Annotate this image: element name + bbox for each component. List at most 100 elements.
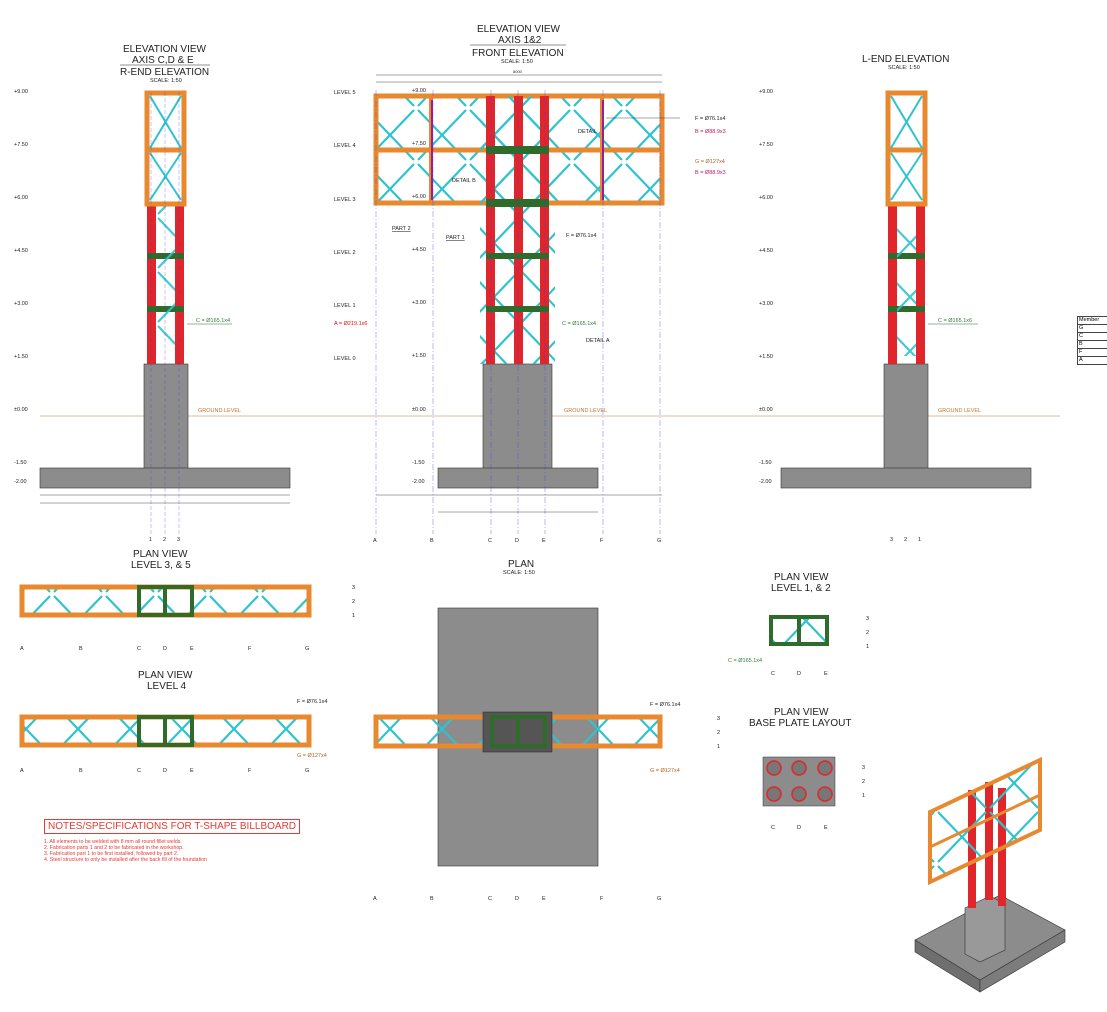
base-row-2: 2 <box>862 779 865 785</box>
plan-title: PLAN <box>508 559 534 570</box>
r-end-ground: GROUND LEVEL <box>198 408 241 414</box>
plan-axis-a: A <box>373 896 377 902</box>
front-detail-a: DETAIL A <box>586 338 610 344</box>
front-lvl-000: ±0.00 <box>412 407 426 413</box>
r-end-axis-3: 3 <box>177 537 180 543</box>
front-axis-e: E <box>542 538 546 544</box>
plan12-axis-c: C <box>771 671 775 677</box>
plan-label-f: F = Ø76.1x4 <box>650 702 680 708</box>
plan-axis-b: B <box>430 896 434 902</box>
legend-row: F <box>1078 349 1107 357</box>
front-elevation: ELEVATION VIEW AXIS 1&2 FRONT ELEVATION … <box>334 24 726 544</box>
level2: LEVEL 2 <box>334 250 356 256</box>
level-mark-300: +3.00 <box>14 301 28 307</box>
level-mark-150: +1.50 <box>14 354 28 360</box>
plan-axis-g: G <box>657 896 661 902</box>
level-mark-m200: -2.00 <box>14 479 27 485</box>
r-end-title1: ELEVATION VIEW <box>123 44 207 55</box>
front-lvl-m200: -2.00 <box>412 479 425 485</box>
legend-row: C <box>1078 333 1107 341</box>
base-title1: PLAN VIEW <box>774 707 829 718</box>
front-axis-a: A <box>373 538 377 544</box>
plan-scale: SCALE: 1:50 <box>503 570 535 576</box>
plan4-axis-b: B <box>79 768 83 774</box>
plan4-title2: LEVEL 4 <box>147 681 187 692</box>
plan12-axis-e: E <box>824 671 828 677</box>
front-lvl-m150: -1.50 <box>412 460 425 466</box>
plan-label-g: G = Ø127x4 <box>650 768 680 774</box>
isometric-3d-view <box>914 756 1066 993</box>
note-item: 1. All elements to be welded with 8 mm a… <box>44 839 182 845</box>
l-lvl-600: +6.00 <box>759 195 773 201</box>
plan-row-2: 2 <box>717 730 720 736</box>
plan4-axis-e: E <box>190 768 194 774</box>
member-legend: Member G C B F A <box>1077 316 1107 365</box>
l-end-label-c: C = Ø165.1x6 <box>938 318 972 324</box>
plan-row-3: 3 <box>717 716 720 722</box>
front-label-b1: B = Ø88.9x3 <box>695 129 726 135</box>
plan35-axis-b: B <box>79 646 83 652</box>
plan4-axis-g: G <box>305 768 309 774</box>
plan35-row-3: 3 <box>352 585 355 591</box>
level-mark-000: ±0.00 <box>14 407 28 413</box>
r-end-scale: SCALE: 1:50 <box>150 78 182 84</box>
front-label-f1: F = Ø76.1x4 <box>695 116 725 122</box>
plan-axis-e: E <box>542 896 546 902</box>
front-detail-b: DETAIL <box>578 129 597 135</box>
plan35-title1: PLAN VIEW <box>133 549 188 560</box>
plan-level-1-2: PLAN VIEW LEVEL 1, & 2 C = Ø165.1x4 C D … <box>728 572 869 677</box>
front-lvl-450: +4.50 <box>412 247 426 253</box>
front-title3: FRONT ELEVATION <box>472 48 564 59</box>
plan4-axis-a: A <box>20 768 24 774</box>
plan-axis-d: D <box>515 896 519 902</box>
front-axis-b: B <box>430 538 434 544</box>
plan35-axis-c: C <box>137 646 141 652</box>
level-mark-750: +7.50 <box>14 142 28 148</box>
l-end-axis-1: 1 <box>918 537 921 543</box>
plan-axis-f: F <box>600 896 604 902</box>
l-end-scale: SCALE: 1:50 <box>888 65 920 71</box>
l-end-ground: GROUND LEVEL <box>938 408 981 414</box>
plan35-row-2: 2 <box>352 599 355 605</box>
front-lvl-150: +1.50 <box>412 353 426 359</box>
legend-row: B <box>1078 341 1107 349</box>
r-end-label-c: C = Ø165.1x4 <box>196 318 230 324</box>
front-axis-c: C <box>488 538 492 544</box>
front-part1: PART 1 <box>446 235 465 241</box>
plan4-axis-f: F <box>248 768 252 774</box>
base-axis-d: D <box>797 825 801 831</box>
plan12-row-3: 3 <box>866 616 869 622</box>
notes-list: 1. All elements to be welded with 8 mm a… <box>44 839 314 863</box>
plan12-label-c: C = Ø165.1x4 <box>728 658 762 664</box>
l-lvl-450: +4.50 <box>759 248 773 254</box>
front-label-a: A = Ø219.1x6 <box>334 321 367 327</box>
plan35-axis-g: G <box>305 646 309 652</box>
note-item: 2. Fabrication parts 1 and 2 to be fabri… <box>44 845 184 851</box>
legend-header: Member <box>1078 317 1107 325</box>
plan-level-4: PLAN VIEW LEVEL 4 F = Ø76.1x4 G = Ø127x4… <box>19 670 327 774</box>
l-end-axis-3: 3 <box>890 537 893 543</box>
plan35-title2: LEVEL 3, & 5 <box>131 560 191 571</box>
base-title2: BASE PLATE LAYOUT <box>749 718 851 729</box>
l-lvl-000: ±0.00 <box>759 407 773 413</box>
plan4-title1: PLAN VIEW <box>138 670 193 681</box>
front-lvl-900: +9.00 <box>412 88 426 94</box>
r-end-axis-2: 2 <box>163 537 166 543</box>
l-end-elevation: L-END ELEVATION SCALE: 1:50 +9.00 +7.50 … <box>759 54 1032 543</box>
level3: LEVEL 3 <box>334 197 356 203</box>
plan35-axis-a: A <box>20 646 24 652</box>
front-part2: PART 2 <box>392 226 411 232</box>
front-label-f2: F = Ø76.1x4 <box>566 233 596 239</box>
plan35-axis-d: D <box>163 646 167 652</box>
front-label-b2: B = Ø88.9x3 <box>695 170 726 176</box>
r-end-title3: R-END ELEVATION <box>120 67 209 78</box>
level-markers-left: +9.00 +7.50 +6.00 +4.50 +3.00 +1.50 ±0.0… <box>14 89 28 485</box>
level-mark-600: +6.00 <box>14 195 28 201</box>
legend-row: G <box>1078 325 1107 333</box>
plan-axis-c: C <box>488 896 492 902</box>
l-lvl-m200: -2.00 <box>759 479 772 485</box>
level-mark-900: +9.00 <box>14 89 28 95</box>
plan12-axis-d: D <box>797 671 801 677</box>
l-end-axis-2: 2 <box>904 537 907 543</box>
